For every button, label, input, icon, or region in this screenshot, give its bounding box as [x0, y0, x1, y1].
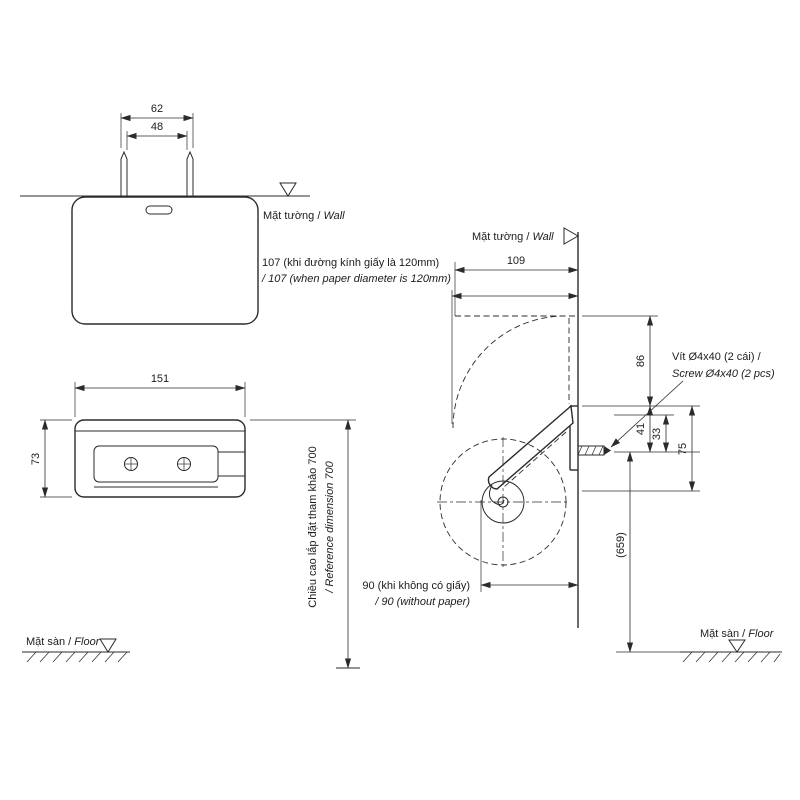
front-main-view: 151 73 [30, 373, 246, 498]
reference-height: Chiều cao lắp đặt tham khảo 700 / Refere… [250, 419, 360, 669]
no-paper-label-en: / 90 (without paper) [374, 596, 470, 608]
dim-62-label: 62 [151, 103, 163, 115]
wall-label-left: Mặt tường / Wall [263, 210, 345, 222]
wall-label-left-vi: Mặt tường / [263, 210, 323, 222]
wall-datum-triangle-right-icon [563, 227, 580, 245]
paper-roll-dashed-circle [439, 438, 567, 566]
screw-label-vi: Vít Ø4x40 (2 cái) / [672, 351, 762, 363]
roll-spindle-circle [481, 480, 525, 524]
wall-label-right-vi: Mặt tường / [472, 231, 532, 243]
side-view: Mặt tường / Wall 109 107 (khi đường kính… [261, 227, 775, 653]
floor-label-left-vi: Mặt sàn / [26, 636, 74, 648]
floor-right: Mặt sàn / Floor [680, 628, 782, 663]
wall-datum-triangle-left-icon [279, 182, 297, 197]
wall-label-right-en: Wall [532, 231, 554, 243]
floor-datum-triangle-right-icon [728, 639, 746, 653]
ref-height-label-en: / Reference dimension 700 [324, 460, 336, 593]
floor-label-left: Mặt sàn / Floor [26, 636, 101, 648]
paper-dia-label-en: / 107 (when paper diameter is 120mm) [261, 273, 451, 285]
dim-48-label: 48 [151, 121, 163, 133]
dim-73-label: 73 [30, 453, 42, 465]
dim-33-label: 33 [651, 428, 663, 440]
floor-hatch-left [26, 651, 128, 663]
mounting-plate [93, 445, 219, 483]
floor-datum-triangle-left-icon [99, 638, 117, 653]
dim-75-label: 75 [677, 443, 689, 455]
mounting-prong-right [186, 150, 194, 197]
floor-hatch-right [682, 651, 781, 663]
dim-151-label: 151 [151, 373, 169, 385]
screw-front-right [177, 457, 191, 471]
floor-label-right-en: Floor [748, 628, 774, 640]
front-top-view: Mặt tường / Wall 62 48 [20, 103, 345, 325]
floor-label-right-vi: Mặt sàn / [700, 628, 748, 640]
dim-659-label: (659) [615, 532, 627, 558]
no-paper-label-vi: 90 (khi không có giấy) [362, 580, 470, 592]
wall-label-right: Mặt tường / Wall [472, 231, 554, 243]
screw-front-left [124, 457, 138, 471]
holder-body-front [71, 196, 259, 325]
cover-swing-arc-dashed [452, 315, 566, 429]
dim-86-label: 86 [635, 355, 647, 367]
screw-side [577, 445, 611, 456]
dim-41-label: 41 [635, 423, 647, 435]
wall-label-left-en: Wall [323, 210, 345, 222]
cover-side-profile [487, 404, 574, 490]
dim-109-label: 109 [507, 255, 525, 267]
ref-height-label-vi: Chiều cao lắp đặt tham khảo 700 [306, 446, 319, 607]
roll-spindle-center [497, 496, 509, 508]
screw-leader-line [610, 380, 684, 448]
mounting-prong-left [120, 150, 128, 197]
floor-label-right: Mặt sàn / Floor [700, 628, 775, 640]
paper-dia-label-vi: 107 (khi đường kính giấy là 120mm) [262, 257, 439, 269]
screw-label-en: Screw Ø4x40 (2 pcs) [672, 368, 775, 380]
floor-label-left-en: Floor [74, 636, 100, 648]
floor-left: Mặt sàn / Floor [22, 636, 130, 663]
holder-slot [145, 205, 173, 215]
cover-hidden-edge-dashed [503, 431, 567, 488]
